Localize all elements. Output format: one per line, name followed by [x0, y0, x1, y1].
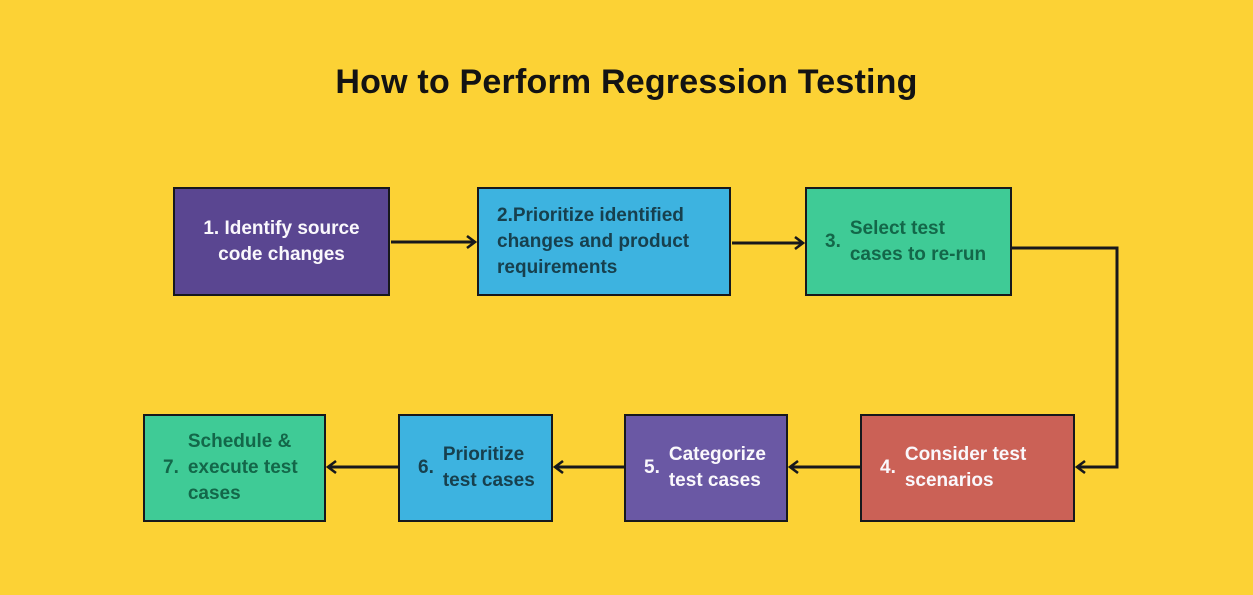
step-7-number: 7. — [163, 457, 179, 478]
step-1-label: 1. Identify source code changes — [203, 217, 360, 265]
step-box-2: 2.Prioritize identified changes and prod… — [477, 187, 731, 296]
step-box-3: 3. Select test cases to re-run — [805, 187, 1012, 296]
step-box-6: 6. Prioritize test cases — [398, 414, 553, 522]
step-6-number: 6. — [418, 457, 434, 478]
step-box-1: 1. Identify source code changes — [173, 187, 390, 296]
step-box-4: 4. Consider test scenarios — [860, 414, 1075, 522]
step-5-number: 5. — [644, 457, 660, 478]
arrow-step3-to-step4 — [1012, 246, 1119, 475]
step-box-7: 7. Schedule & execute test cases — [143, 414, 326, 522]
step-3-number: 3. — [825, 230, 841, 252]
diagram-title: How to Perform Regression Testing — [335, 63, 918, 101]
step-3-label: Select test cases to re-run — [849, 217, 987, 265]
step-4-label: Consider test scenarios — [904, 444, 1027, 491]
step-7-label: Schedule & execute test cases — [187, 431, 298, 504]
step-6-label: Prioritize test cases — [442, 444, 535, 491]
step-2-label: 2.Prioritize identified changes and prod… — [497, 204, 690, 278]
step-4-number: 4. — [880, 457, 896, 478]
step-box-5: 5. Categorize test cases — [624, 414, 788, 522]
step-5-label: Categorize test cases — [668, 444, 766, 491]
